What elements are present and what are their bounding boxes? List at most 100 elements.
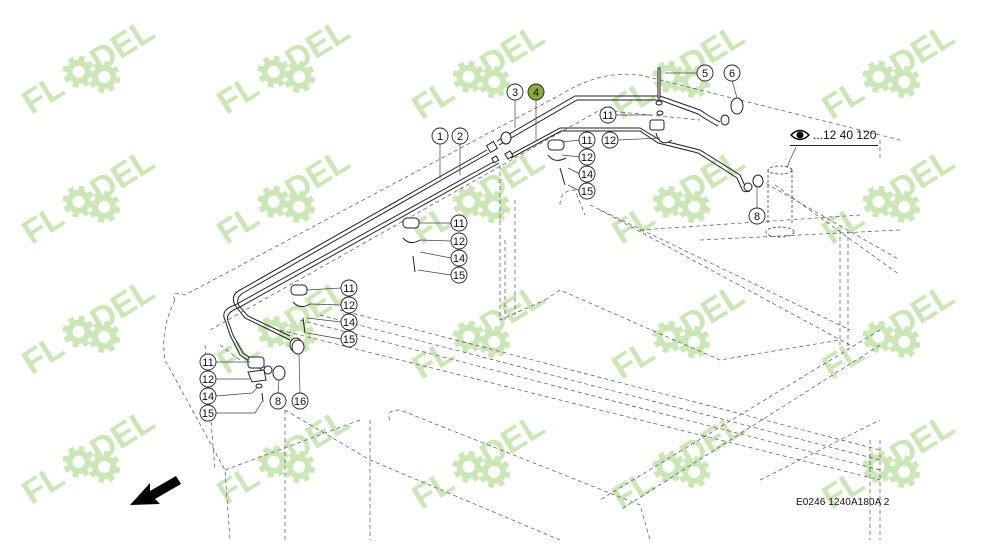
o-ring-16 — [291, 339, 305, 355]
callout-circle — [599, 106, 617, 124]
document-code: E0246 1240A180A 2 — [796, 497, 890, 508]
callout-circle — [431, 127, 449, 145]
callout-12[interactable]: 12 — [199, 370, 217, 388]
callout-circle — [578, 131, 596, 149]
callout-8[interactable]: 8 — [269, 392, 287, 410]
clamp-12a — [655, 132, 673, 144]
callout-circle — [450, 214, 468, 232]
callout-12[interactable]: 12 — [450, 232, 468, 250]
callout-circle — [450, 232, 468, 250]
callout-circle — [506, 83, 524, 101]
callout-15[interactable]: 15 — [199, 404, 217, 422]
callout-12[interactable]: 12 — [340, 296, 358, 314]
callout-label: 12 — [343, 300, 355, 312]
callout-label: 8 — [275, 396, 281, 408]
clamp-11d — [290, 284, 308, 296]
reference-text: ...12 40 120 — [813, 128, 877, 142]
callout-label: 11 — [202, 357, 213, 369]
o-ring-8-left — [272, 365, 286, 381]
callout-label: 12 — [581, 152, 593, 164]
clamp-12b — [547, 154, 567, 161]
fitting-5 — [720, 114, 730, 126]
callout-11[interactable]: 11 — [340, 279, 358, 297]
callout-16[interactable]: 16 — [291, 392, 309, 410]
callout-12[interactable]: 12 — [578, 148, 596, 166]
callout-11[interactable]: 11 — [578, 131, 596, 149]
callout-14[interactable]: 14 — [199, 387, 217, 405]
callout-circle — [450, 249, 468, 267]
callout-6[interactable]: 6 — [723, 64, 741, 82]
callout-11[interactable]: 11 — [450, 214, 468, 232]
nut-1 — [485, 140, 499, 154]
callout-label: 12 — [453, 236, 465, 248]
pipe-fittings — [263, 67, 764, 381]
callout-15[interactable]: 15 — [340, 330, 358, 348]
watermark-layer — [16, 11, 969, 529]
callout-circle — [340, 279, 358, 297]
reference-note: ...12 40 120 — [790, 128, 878, 146]
callout-circle — [199, 387, 217, 405]
nut-4 — [504, 150, 514, 160]
callout-circle — [340, 330, 358, 348]
callout-2[interactable]: 2 — [451, 127, 469, 145]
callout-15[interactable]: 15 — [578, 182, 596, 200]
callout-11[interactable]: 11 — [599, 106, 617, 124]
clamp-11c — [402, 217, 420, 229]
clamp-12d — [292, 301, 311, 308]
callout-label: 11 — [602, 110, 613, 122]
callout-label: 14 — [202, 391, 214, 403]
callout-label: 14 — [453, 253, 465, 265]
callout-label: 11 — [343, 283, 354, 295]
callout-label: 12 — [202, 374, 214, 386]
callout-label: 14 — [343, 317, 355, 329]
callout-label: 8 — [754, 211, 760, 223]
callout-label: 12 — [604, 135, 616, 147]
clamp-11e — [247, 356, 265, 369]
arrow-down-left-icon — [130, 476, 181, 505]
callout-label: 3 — [512, 87, 518, 99]
leader-lines — [215, 72, 797, 414]
callout-circle — [199, 353, 217, 371]
o-ring-6 — [730, 97, 744, 115]
callout-12[interactable]: 12 — [601, 131, 619, 149]
o-ring-8-right — [752, 174, 764, 188]
clamp-11a — [649, 119, 665, 131]
callout-circle — [340, 313, 358, 331]
callout-label: 15 — [343, 334, 355, 346]
callout-circle — [269, 392, 287, 410]
callout-label: 1 — [437, 131, 443, 143]
callout-8[interactable]: 8 — [748, 207, 766, 225]
callout-label: 6 — [729, 68, 735, 80]
callout-14[interactable]: 14 — [450, 249, 468, 267]
callout-circle — [578, 182, 596, 200]
callout-15[interactable]: 15 — [450, 266, 468, 284]
callout-circle — [723, 64, 741, 82]
callout-label: 11 — [453, 218, 464, 230]
clamp-11b — [547, 139, 565, 151]
callout-circle — [527, 83, 545, 101]
callout-circle — [340, 296, 358, 314]
pipe-assembly — [223, 95, 753, 373]
callout-circle — [291, 392, 309, 410]
callout-3[interactable]: 3 — [506, 83, 524, 101]
callout-14[interactable]: 14 — [340, 313, 358, 331]
callout-label: 15 — [202, 408, 214, 420]
clamp-12c — [402, 237, 421, 244]
callout-label: 16 — [294, 396, 306, 408]
callout-5[interactable]: 5 — [696, 64, 714, 82]
callout-1[interactable]: 1 — [431, 127, 449, 145]
clamps — [247, 119, 673, 403]
reference-underline — [790, 145, 878, 146]
callout-circle — [199, 404, 217, 422]
callout-circle — [450, 266, 468, 284]
callout-circle — [578, 165, 596, 183]
clamp-12e — [247, 369, 267, 383]
callout-11[interactable]: 11 — [199, 353, 217, 371]
callout-14[interactable]: 14 — [578, 165, 596, 183]
callout-circle — [696, 64, 714, 82]
callout-circle — [199, 370, 217, 388]
callout-circle — [748, 207, 766, 225]
callout-4[interactable]: 4 — [527, 83, 545, 101]
callout-label: 5 — [702, 68, 708, 80]
